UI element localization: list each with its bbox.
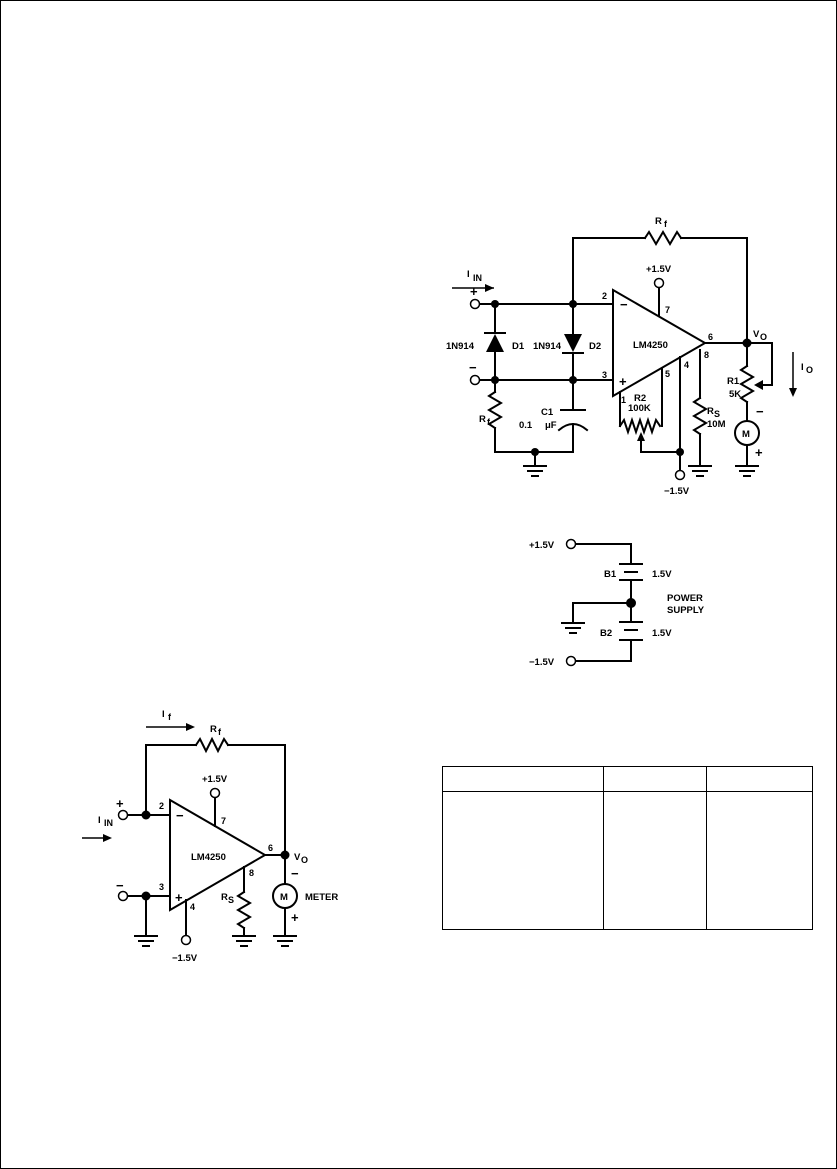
svg-text:O: O <box>301 855 308 865</box>
svg-text:f: f <box>487 417 491 427</box>
svg-text:4: 4 <box>190 902 195 912</box>
picoammeter-circuit: R f I 1N914 IN + − 1N914 D1 1N914 D2 R f… <box>446 216 813 497</box>
svg-text:2: 2 <box>159 801 164 811</box>
d2-diode <box>564 334 582 352</box>
svg-text:R: R <box>210 724 217 735</box>
rf-label: R <box>655 216 662 227</box>
svg-text:+: + <box>755 445 763 460</box>
svg-text:O: O <box>760 332 767 342</box>
svg-text:1N914: 1N914 <box>446 341 475 352</box>
svg-text:LM4250: LM4250 <box>633 340 668 351</box>
svg-text:R: R <box>479 414 486 425</box>
svg-text:100K: 100K <box>628 403 651 414</box>
svg-text:SUPPLY: SUPPLY <box>667 605 705 616</box>
svg-text:B1: B1 <box>604 569 617 580</box>
svg-text:−: − <box>756 404 764 419</box>
svg-text:10M: 10M <box>707 419 726 430</box>
svg-text:LM4250: LM4250 <box>191 852 226 863</box>
svg-text:3: 3 <box>602 370 607 380</box>
svg-text:7: 7 <box>221 816 226 826</box>
svg-text:μF: μF <box>545 420 557 431</box>
svg-text:M: M <box>280 892 288 903</box>
svg-text:1: 1 <box>621 395 626 405</box>
svg-text:f: f <box>664 219 668 229</box>
svg-text:METER: METER <box>305 892 338 903</box>
svg-text:f: f <box>218 727 222 737</box>
svg-text:1N914: 1N914 <box>533 341 562 352</box>
svg-text:−1.5V: −1.5V <box>529 657 555 668</box>
svg-text:C1: C1 <box>541 407 554 418</box>
svg-text:S: S <box>228 895 234 905</box>
svg-text:V: V <box>294 852 301 863</box>
svg-text:R: R <box>707 406 714 417</box>
svg-text:−: − <box>116 878 124 893</box>
svg-text:3: 3 <box>159 882 164 892</box>
power-supply-diagram: +1.5V B1 1.5V −1.5V B2 1.5V POWER SUPPLY <box>529 538 705 668</box>
svg-text:6: 6 <box>708 332 713 342</box>
svg-text:1.5V: 1.5V <box>652 628 672 639</box>
svg-text:R: R <box>221 892 228 903</box>
svg-text:B2: B2 <box>600 628 612 639</box>
input-plus-terminal[interactable] <box>117 809 129 821</box>
input-minus-terminal[interactable] <box>117 890 129 902</box>
svg-text:−: − <box>469 360 477 375</box>
svg-text:4: 4 <box>684 360 689 370</box>
empty-table <box>442 766 813 930</box>
svg-text:I: I <box>801 362 804 373</box>
rs-resistor <box>236 890 252 930</box>
svg-text:D2: D2 <box>589 341 601 352</box>
svg-text:V: V <box>753 329 760 340</box>
table-column-divider <box>706 767 707 929</box>
opamp-lm4250 <box>169 798 267 912</box>
r1-potentiometer <box>739 364 755 404</box>
svg-text:−: − <box>291 866 299 881</box>
svg-text:5K: 5K <box>729 389 741 400</box>
meter-amplifier-circuit: I f R f + I IN − − + LM4250 2 3 +1.5V 7 … <box>82 709 338 964</box>
svg-text:+: + <box>470 284 478 299</box>
svg-text:+: + <box>116 796 124 811</box>
svg-text:D1: D1 <box>512 341 525 352</box>
svg-text:8: 8 <box>249 868 254 878</box>
svg-text:R2: R2 <box>634 393 646 404</box>
svg-text:6: 6 <box>268 843 273 853</box>
svg-text:+: + <box>175 890 183 905</box>
svg-text:I: I <box>162 709 165 720</box>
opamp-lm4250 <box>612 288 708 398</box>
table-column-divider <box>603 767 604 929</box>
svg-text:+1.5V: +1.5V <box>646 264 672 275</box>
rs-resistor <box>692 396 708 436</box>
svg-text:M: M <box>742 429 750 440</box>
svg-text:2: 2 <box>602 291 607 301</box>
svg-text:−1.5V: −1.5V <box>664 486 690 497</box>
svg-text:−: − <box>620 297 628 312</box>
svg-text:O: O <box>806 365 813 375</box>
rf-resistor <box>643 230 683 246</box>
svg-text:0.1: 0.1 <box>519 420 533 431</box>
svg-text:−: − <box>176 808 184 823</box>
svg-text:IN: IN <box>104 818 113 828</box>
d1-diode <box>486 334 504 352</box>
svg-text:1.5V: 1.5V <box>652 569 672 580</box>
svg-text:+: + <box>619 374 627 389</box>
svg-text:8: 8 <box>704 350 709 360</box>
svg-text:R1: R1 <box>727 376 740 387</box>
iin-label: I <box>467 269 470 280</box>
rf-prime-resistor <box>487 390 503 430</box>
svg-text:+1.5V: +1.5V <box>202 774 228 785</box>
svg-text:5: 5 <box>665 369 670 379</box>
table-header-divider <box>443 791 812 792</box>
svg-text:IN: IN <box>473 273 482 283</box>
svg-text:I: I <box>98 815 101 826</box>
svg-text:POWER: POWER <box>667 593 703 604</box>
svg-text:−1.5V: −1.5V <box>172 953 198 964</box>
svg-text:+1.5V: +1.5V <box>529 540 555 551</box>
svg-text:f: f <box>168 712 172 722</box>
r2-potentiometer <box>618 416 662 436</box>
rf-resistor <box>194 736 230 754</box>
svg-text:7: 7 <box>665 305 670 315</box>
svg-text:S: S <box>714 409 720 419</box>
svg-text:+: + <box>291 910 299 925</box>
